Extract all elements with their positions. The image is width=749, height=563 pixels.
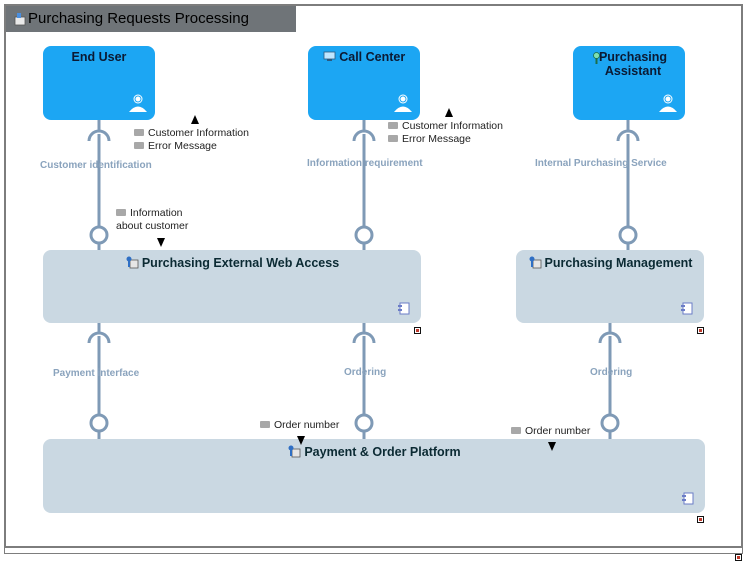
component-label: Purchasing Management [544, 256, 693, 270]
diagram-frame-footer [4, 548, 743, 554]
resize-handle-icon[interactable] [697, 516, 704, 523]
interface-label-ordering[interactable]: Ordering [590, 367, 633, 378]
resize-handle-icon[interactable] [414, 327, 421, 334]
ball-ordering-2 [600, 413, 620, 433]
message-information-about-customer[interactable]: Information about customer [116, 207, 189, 232]
message-order-number-1[interactable]: Order number [260, 419, 339, 432]
actor-label: Purchasing Assistant [598, 50, 668, 78]
envelope-icon [511, 427, 521, 434]
interface-label-information-requirement[interactable]: Information requirement [307, 158, 423, 169]
arrow-down-icon [548, 442, 556, 451]
component-icon [681, 302, 693, 315]
arrow-up-icon [445, 108, 453, 117]
arrow-down-icon [297, 436, 305, 445]
ball-information-requirement [354, 225, 374, 245]
interface-label-customer-identification[interactable]: Customer identification [40, 160, 152, 171]
envelope-icon [388, 122, 398, 129]
message-customer-information-1[interactable]: Customer Information Error Message [134, 127, 249, 153]
envelope-icon [116, 209, 126, 216]
user-icon [129, 94, 147, 112]
actor-end-user[interactable]: End User [43, 46, 155, 120]
message-order-number-2[interactable]: Order number [511, 425, 590, 438]
component-label: Purchasing External Web Access [141, 256, 340, 270]
diagram-title: Purchasing Requests Processing [28, 10, 249, 27]
component-icon [682, 492, 694, 505]
ball-internal-purchasing-service [618, 225, 638, 245]
diagram-icon [14, 13, 26, 26]
resize-handle-icon[interactable] [697, 327, 704, 334]
ball-ordering-1 [354, 413, 374, 433]
component-payment-order-platform[interactable]: Payment & Order Platform [43, 439, 705, 513]
arrow-down-icon [157, 238, 165, 247]
envelope-icon [388, 135, 398, 142]
interface-label-ordering[interactable]: Ordering [344, 367, 387, 378]
actor-type-icon [323, 51, 336, 61]
ball-payment-interface [89, 413, 109, 433]
actor-label: End User [71, 50, 127, 64]
arrow-up-icon [191, 115, 199, 124]
user-icon [394, 94, 412, 112]
envelope-icon [260, 421, 270, 428]
user-icon [659, 94, 677, 112]
interface-label-payment-interface[interactable]: Payment interface [53, 368, 140, 379]
actor-label: Call Center [339, 50, 406, 64]
component-label: Payment & Order Platform [304, 445, 461, 459]
component-external-web-access[interactable]: Purchasing External Web Access [43, 250, 421, 323]
ball-customer-identification [89, 225, 109, 245]
interface-label-internal-purchasing-service[interactable]: Internal Purchasing Service [535, 158, 667, 169]
actor-purchasing-assistant[interactable]: Purchasing Assistant [573, 46, 685, 120]
envelope-icon [134, 142, 144, 149]
diagram-title-tab[interactable]: Purchasing Requests Processing [6, 6, 296, 32]
message-customer-information-2[interactable]: Customer Information Error Message [388, 120, 503, 146]
component-type-icon [529, 256, 541, 269]
actor-type-icon [593, 52, 600, 64]
component-type-icon [126, 256, 139, 269]
actor-call-center[interactable]: Call Center [308, 46, 420, 120]
envelope-icon [134, 129, 144, 136]
component-type-icon [288, 445, 301, 458]
component-purchasing-management[interactable]: Purchasing Management [516, 250, 704, 323]
component-icon [398, 302, 410, 315]
resize-handle-icon[interactable] [735, 554, 742, 561]
